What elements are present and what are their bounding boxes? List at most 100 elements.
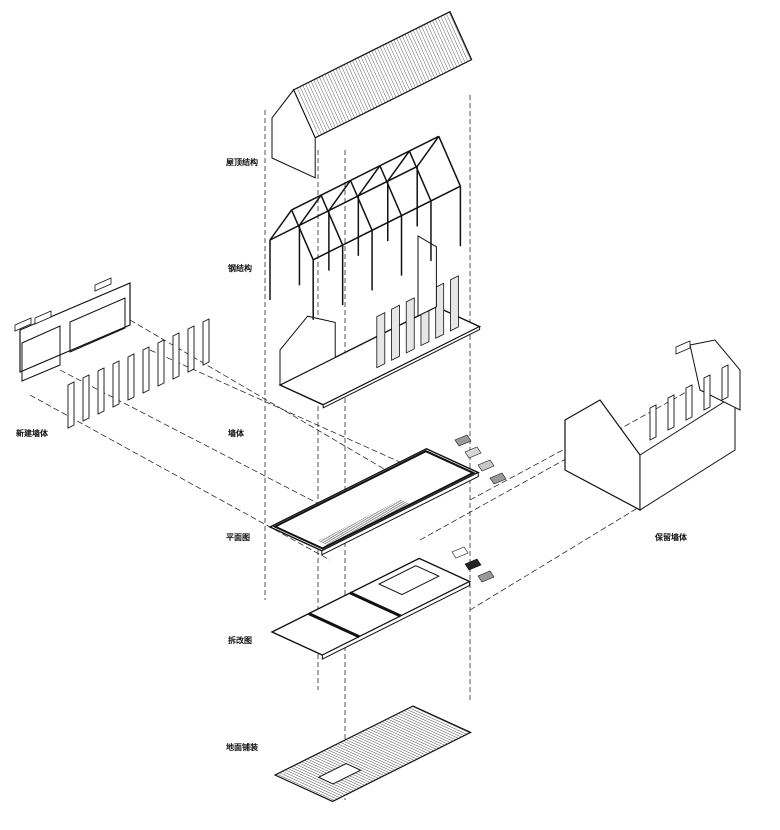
steel-rafter xyxy=(387,150,410,182)
roof-panel-line xyxy=(429,21,452,70)
floor-stair-hatch xyxy=(318,540,329,546)
paving-hatch-line xyxy=(406,709,465,736)
paving-hatch-line xyxy=(398,713,456,740)
floor-stair-hatch xyxy=(326,536,337,542)
paving-hatch-line xyxy=(290,766,349,794)
roof-panel-line xyxy=(349,61,372,110)
new-wall-roof-vent-1 xyxy=(34,310,52,325)
floor-stair-hatch xyxy=(357,521,368,527)
demolition-wall-line xyxy=(349,591,402,618)
new-wall-window xyxy=(69,297,126,353)
floor-stair-hatch xyxy=(351,523,363,529)
new-wall-pier xyxy=(172,332,180,380)
ground-paving-slab xyxy=(273,705,472,803)
roof-panel-line xyxy=(327,72,350,121)
walls-gable xyxy=(279,315,336,386)
label-roof-structure: 屋顶结构 xyxy=(226,158,258,167)
roof-panel-line xyxy=(316,78,339,127)
paving-hatch-line xyxy=(342,740,401,768)
steel-beam xyxy=(312,185,461,261)
floor-stair-hatch xyxy=(327,535,339,541)
roof-panel-line xyxy=(390,41,413,90)
roof-panel-line xyxy=(297,87,320,137)
roof-panel-line xyxy=(448,12,471,61)
demolition-wall-line xyxy=(308,612,360,639)
retained-wall-pier xyxy=(649,404,657,441)
retained-wall-end xyxy=(689,339,741,411)
brick-pier xyxy=(376,312,386,369)
new-wall-roof-vent-0 xyxy=(14,317,32,332)
floor-stair-hatch xyxy=(392,503,403,509)
roof-panel-line xyxy=(413,30,435,79)
paving-hatch-line xyxy=(389,717,448,745)
floor-stair-hatch xyxy=(397,500,409,506)
legend-swatch-6 xyxy=(477,570,495,583)
steel-rafter xyxy=(416,135,440,167)
paving-hatch-line xyxy=(337,743,396,771)
floor-stair-hatch xyxy=(335,532,346,538)
roof-panel-line xyxy=(330,71,353,120)
paving-hatch-line xyxy=(329,747,387,775)
roof-panel-line xyxy=(426,23,449,72)
retained-wall-long xyxy=(639,394,736,511)
floor-stair-hatch xyxy=(384,507,396,513)
roof-panel-line xyxy=(360,56,383,105)
floor-stair-hatch xyxy=(390,504,401,510)
roof-panel-line xyxy=(382,45,405,94)
roof-panel-line xyxy=(313,79,336,128)
floor-stair-hatch xyxy=(362,518,374,524)
new-wall-pier xyxy=(127,353,135,401)
floor-stair-hatch xyxy=(355,521,366,527)
steel-rafter xyxy=(298,194,322,226)
brick-pier xyxy=(391,304,400,361)
label-new-walls: 新建墙体 xyxy=(16,429,48,438)
floor-stair-hatch xyxy=(375,511,387,517)
paving-hatch-line xyxy=(373,725,432,753)
label-ground-paving: 地面铺装 xyxy=(226,743,258,752)
paving-hatch-line xyxy=(362,731,421,758)
floor-plan-slab-edge xyxy=(321,471,479,556)
floor-stair-hatch xyxy=(320,539,331,545)
steel-rafter xyxy=(269,209,293,241)
label-floor-plan: 平面图 xyxy=(226,533,250,542)
roof-panel-line xyxy=(377,47,400,97)
roof-panel-line xyxy=(302,85,325,134)
roof-panel-line xyxy=(393,39,416,88)
roof-panel-line xyxy=(404,34,427,83)
floor-stair-hatch xyxy=(353,522,364,528)
paving-hatch-line xyxy=(384,720,443,747)
roof-panel-line xyxy=(319,76,342,125)
paving-hatch-line xyxy=(392,715,451,743)
roof-panel-line xyxy=(421,25,444,74)
retained-wall-pier xyxy=(703,374,711,411)
roof-panel-line xyxy=(363,54,386,103)
roof-panel-line xyxy=(346,63,369,112)
roof-panel-line xyxy=(371,50,394,99)
steel-rafter xyxy=(320,194,344,246)
roof-panel-line xyxy=(440,16,463,65)
walls-end-gable xyxy=(417,235,437,317)
paving-hatch-line xyxy=(411,706,470,734)
roof-panel-line xyxy=(299,86,322,135)
retained-wall-pier xyxy=(721,364,729,401)
steel-rafter xyxy=(349,180,373,231)
roof-panel-line xyxy=(310,81,333,130)
roof-panel-line xyxy=(415,28,438,77)
roof-panel-line xyxy=(352,60,375,109)
new-wall-pier xyxy=(97,367,105,415)
floor-stair-hatch xyxy=(337,531,348,537)
new-wall-pier xyxy=(142,346,150,394)
steel-rafter xyxy=(408,150,432,202)
brick-pier xyxy=(449,275,459,332)
roof-panel-line xyxy=(410,31,433,80)
legend-swatch-0 xyxy=(454,434,472,447)
legend-swatch-3 xyxy=(489,472,507,485)
roof-panel-line xyxy=(338,67,361,116)
steel-rafter xyxy=(290,209,314,261)
roof-panel-line xyxy=(435,18,458,68)
new-wall-pier xyxy=(67,381,75,429)
new-wall-pier xyxy=(112,360,120,408)
new-wall-pier xyxy=(157,339,165,387)
floor-stair-hatch xyxy=(342,528,353,534)
